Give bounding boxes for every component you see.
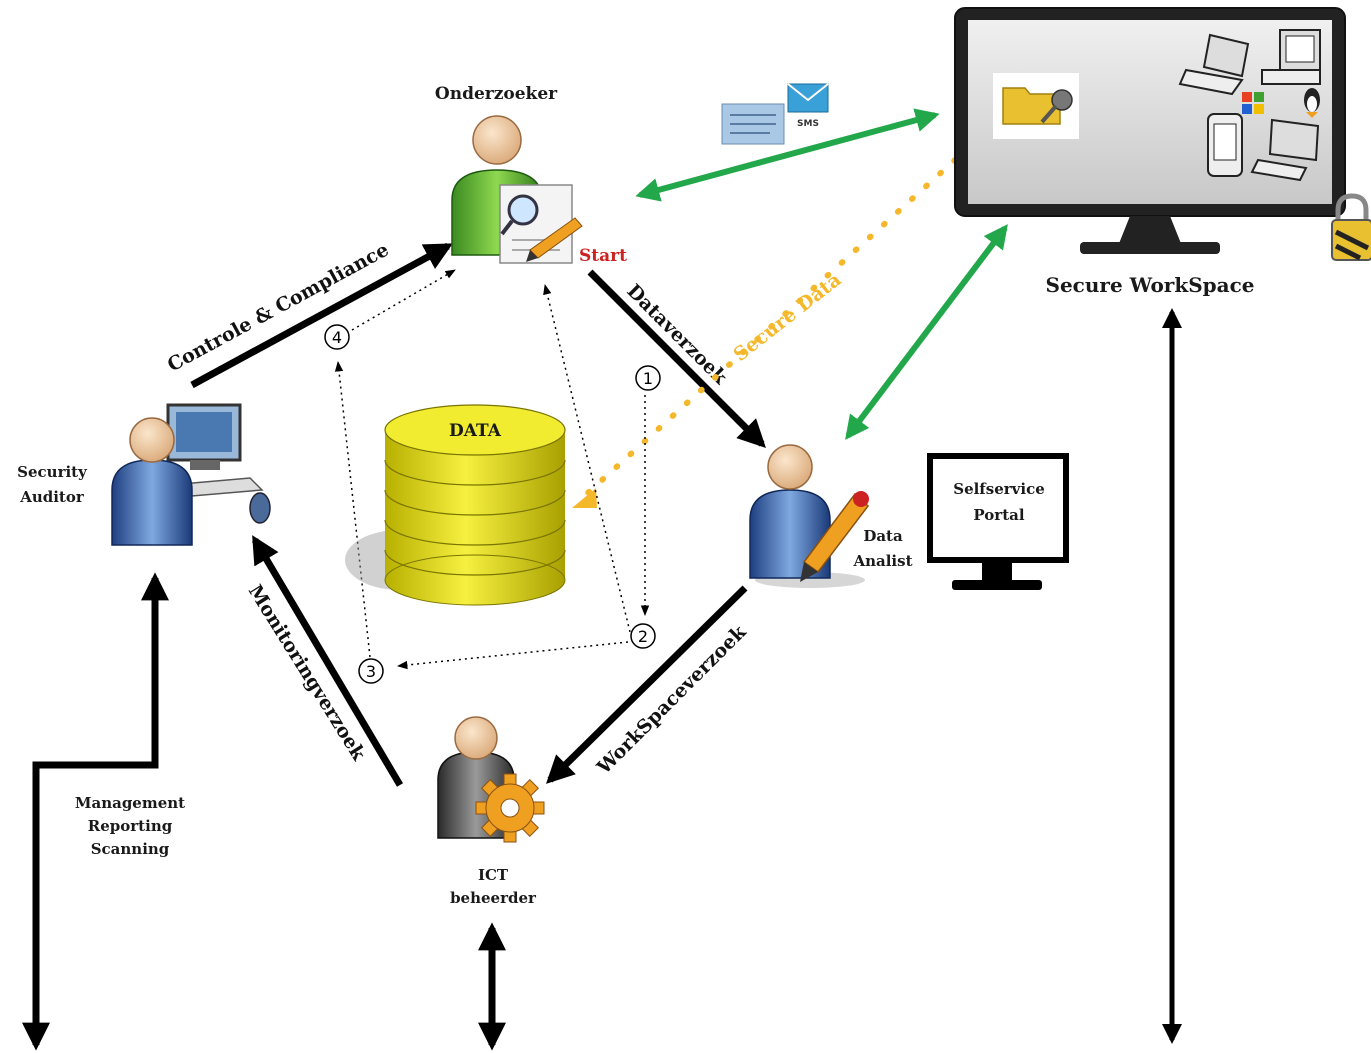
monitoringverzoek-label: Monitoringverzoek <box>244 581 370 765</box>
svg-text:Scanning: Scanning <box>91 840 170 858</box>
step-1: 1 <box>635 365 661 391</box>
svg-text:Reporting: Reporting <box>88 817 173 835</box>
folder-key-icon <box>993 73 1079 139</box>
workspaceverzoek-arrow: WorkSpaceverzoek <box>546 585 751 784</box>
selfservice-label-1: Selfservice <box>953 480 1045 498</box>
onderzoeker-node: Onderzoeker Start <box>435 84 627 266</box>
phone-icon <box>1207 113 1243 177</box>
green-arrow-onderzoeker <box>635 108 940 202</box>
researcher-icon <box>451 115 583 264</box>
message-icons: SMS <box>721 83 829 145</box>
step-2: 2 <box>630 623 656 649</box>
svg-text:3: 3 <box>366 662 376 681</box>
controle-compliance-label: Controle & Compliance <box>164 239 393 377</box>
document-icon <box>721 103 785 145</box>
gear-icon <box>475 773 545 843</box>
svg-text:1: 1 <box>643 369 653 388</box>
laptop-icon <box>1178 33 1250 96</box>
security-auditor-label-2: Auditor <box>19 488 85 506</box>
security-auditor-label-1: Security <box>17 463 88 481</box>
management-arrow <box>21 572 169 1051</box>
svg-text:Management: Management <box>75 794 185 812</box>
secure-workspace-node: Secure WorkSpace <box>954 7 1371 297</box>
selfservice-portal-node: Selfservice Portal <box>927 453 1069 590</box>
ict-label-1: ICT <box>478 866 509 884</box>
computer-icon <box>166 403 271 524</box>
admin-icon <box>437 716 545 843</box>
selfservice-label-2: Portal <box>973 506 1024 524</box>
security-auditor-node: Security Auditor <box>17 403 271 546</box>
padlock-icon <box>1331 193 1371 261</box>
step-4: 4 <box>324 324 350 350</box>
windows-logo-icon <box>1242 92 1264 114</box>
green-arrow-analist <box>845 224 1008 440</box>
data-store-icon: DATA <box>345 404 566 606</box>
onderzoeker-label: Onderzoeker <box>435 84 558 104</box>
desktop-icon <box>1261 29 1321 85</box>
mail-icon <box>787 83 829 113</box>
secure-workspace-label: Secure WorkSpace <box>1046 273 1255 297</box>
svg-text:2: 2 <box>638 627 648 646</box>
controle-compliance-arrow: Controle & Compliance <box>164 239 453 389</box>
analyst-icon <box>749 444 870 588</box>
ict-beheerder-node: ICT beheerder <box>437 716 545 907</box>
ict-label-2: beheerder <box>450 889 537 907</box>
linux-penguin-icon <box>1304 88 1320 118</box>
data-store-label: DATA <box>449 421 502 441</box>
svg-text:4: 4 <box>332 328 342 347</box>
auditor-icon <box>111 417 193 546</box>
data-analist-label-2: Analist <box>852 552 912 570</box>
secure-data-label: Secure Data <box>730 269 846 366</box>
data-analist-node: Data Analist <box>749 444 913 588</box>
thin-client-icon <box>1250 118 1320 182</box>
step-lines <box>334 269 650 670</box>
sms-label: SMS <box>797 119 819 129</box>
management-label: Management Reporting Scanning <box>75 794 185 858</box>
data-analist-label-1: Data <box>863 527 903 545</box>
step-3: 3 <box>358 658 384 684</box>
workspaceverzoek-label: WorkSpaceverzoek <box>592 621 751 780</box>
start-label: Start <box>579 246 627 266</box>
